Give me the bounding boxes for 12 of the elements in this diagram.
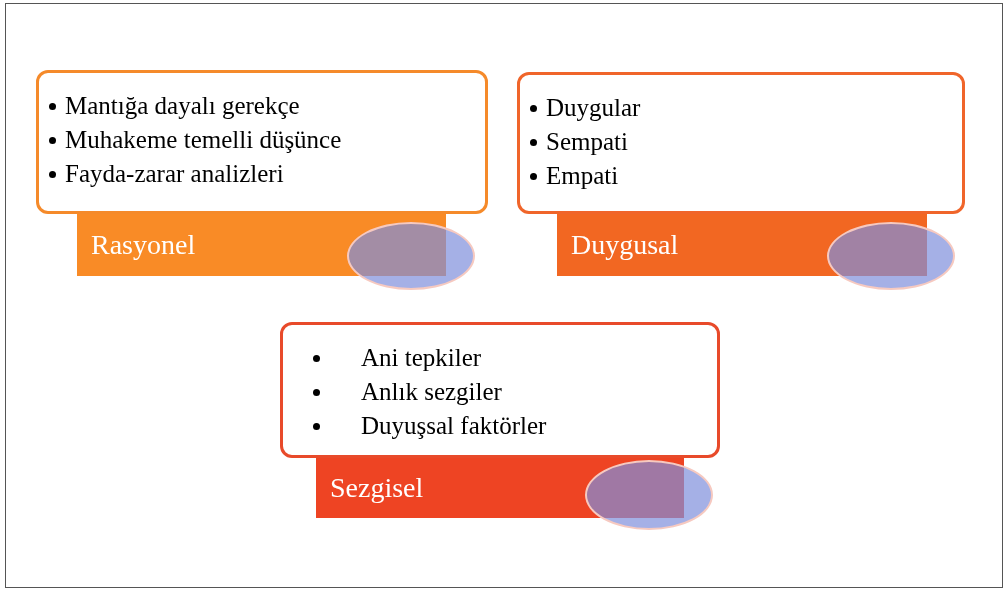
bullet-text: Anlık sezgiler [361,377,502,407]
bullet-text: Mantığa dayalı gerekçe [65,91,300,121]
bullet-text: Duyuşsal faktörler [361,411,547,441]
bullet-text: Fayda-zarar analizleri [65,159,284,189]
bullet-text: Duygular [546,93,641,123]
bullet-text: Muhakeme temelli düşünce [65,125,342,155]
list-box [36,70,488,214]
list-box [517,72,965,214]
bullet-text: Sempati [546,127,628,157]
bullet-text: Ani tepkiler [361,343,482,373]
list-box [280,322,720,458]
bullet-text: Empati [546,161,619,191]
